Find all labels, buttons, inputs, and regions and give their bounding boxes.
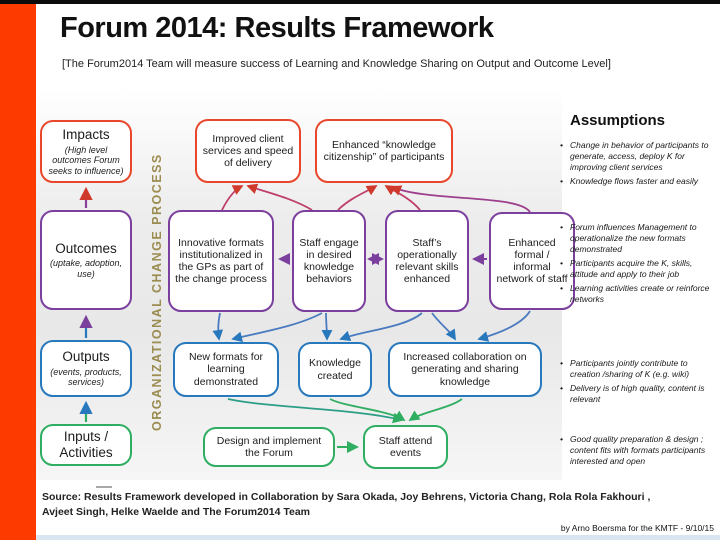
box-knowledge-created: Knowledge created xyxy=(298,342,372,397)
source-attribution: Source: Results Framework developed in C… xyxy=(42,491,651,518)
box-knowledge-citizenship: Enhanced “knowledge citizenship” of part… xyxy=(315,119,453,183)
assumptions-group-input: Good quality preparation & design ; cont… xyxy=(560,434,716,470)
page-subtitle: [The Forum2014 Team will measure success… xyxy=(62,58,611,70)
outcomes-title: Outcomes xyxy=(55,240,117,256)
assumption-item: Participants jointly contribute to creat… xyxy=(560,358,716,380)
assumption-item: Learning activities create or reinforce … xyxy=(560,283,716,305)
assumptions-group-outcome: Forum influences Management to operation… xyxy=(560,222,716,308)
assumption-item: Good quality preparation & design ; cont… xyxy=(560,434,716,467)
box-impacts: Impacts (High level outcomes Forum seeks… xyxy=(40,120,132,183)
box-design-implement-forum: Design and implement the Forum xyxy=(203,427,335,467)
box-inputs-activities: Inputs / Activities xyxy=(40,424,132,466)
assumptions-title: Assumptions xyxy=(570,112,666,129)
box-staff-skills: Staff’s operationally relevant skills en… xyxy=(385,210,469,312)
outputs-subtitle: (events, products, services) xyxy=(50,366,122,388)
page-title: Forum 2014: Results Framework xyxy=(60,12,494,44)
outcomes-subtitle: (uptake, adoption, use) xyxy=(49,258,123,279)
box-staff-engage: Staff engage in desired knowledge behavi… xyxy=(292,210,366,312)
inputs-title: Inputs / Activities xyxy=(59,429,113,460)
box-improved-client-services: Improved client services and speed of de… xyxy=(195,119,301,183)
box-outcomes: Outcomes (uptake, adoption, use) xyxy=(40,210,132,310)
assumptions-group-output: Participants jointly contribute to creat… xyxy=(560,358,716,408)
assumption-item: Participants acquire the K, skills, atti… xyxy=(560,258,716,280)
assumptions-group-impact: Change in behavior of participants to ge… xyxy=(560,140,716,190)
impacts-title: Impacts xyxy=(62,127,110,143)
assumption-item: Delivery is of high quality, content is … xyxy=(560,383,716,405)
assumption-item: Knowledge flows faster and easily xyxy=(560,176,716,187)
box-increased-collaboration: Increased collaboration on generating an… xyxy=(388,342,542,397)
top-black-strip xyxy=(0,0,720,4)
left-orange-bar xyxy=(0,4,36,540)
box-outputs: Outputs (events, products, services) xyxy=(40,340,132,397)
author-credit: by Arno Boersma for the KMTF - 9/10/15 xyxy=(560,523,714,533)
assumption-item: Forum influences Management to operation… xyxy=(560,222,716,255)
outputs-title: Outputs xyxy=(62,349,110,365)
axis-label: ORGANIZATIONAL CHANGE PROCESS xyxy=(150,153,164,431)
box-innovative-formats: Innovative formats institutionalized in … xyxy=(168,210,274,312)
bottom-blue-strip xyxy=(36,535,720,540)
assumption-item: Change in behavior of participants to ge… xyxy=(560,140,716,173)
impacts-subtitle: (High level outcomes Forum seeks to infl… xyxy=(48,144,124,176)
box-new-formats: New formats for learning demonstrated xyxy=(173,342,279,397)
box-staff-attend-events: Staff attend events xyxy=(363,425,448,469)
assumptions-panel: Assumptions Change in behavior of partic… xyxy=(556,112,718,482)
